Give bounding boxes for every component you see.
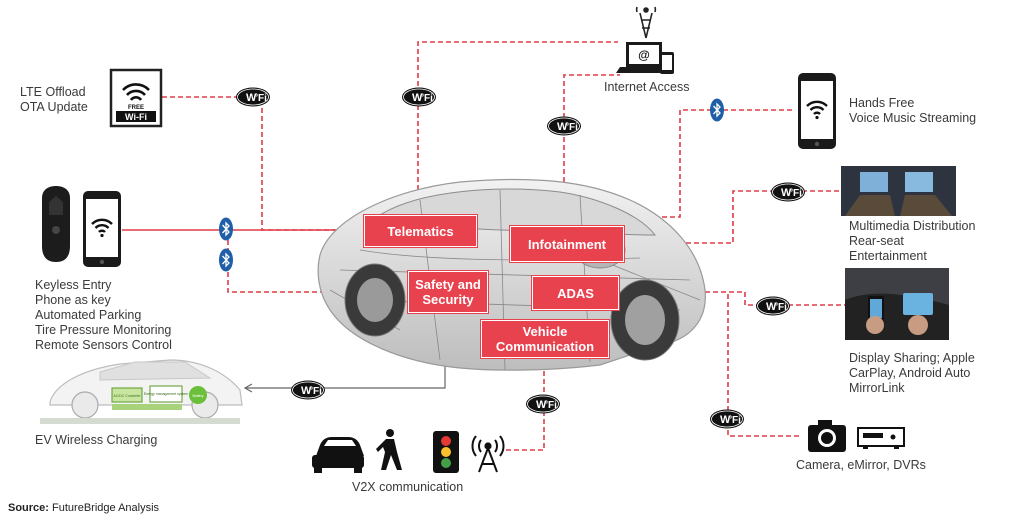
source-note: Source: FutureBridge Analysis (8, 502, 160, 514)
ev-converter-text: AC/DC Converter (113, 394, 141, 398)
dvr-icon (857, 427, 905, 449)
adas-box: ADAS (532, 276, 619, 310)
camera-icon (808, 420, 846, 452)
free-sign-bottom-text: Wi-Fi (125, 112, 147, 122)
wifi-badge-icon (235, 87, 271, 107)
bluetooth-icon (219, 217, 233, 241)
telematics-box: Telematics (364, 215, 477, 247)
free-sign-top-text: FREE (128, 105, 144, 111)
wifi-badge-icon (770, 182, 806, 202)
rear-seat-entertainment-image (841, 166, 956, 216)
ev-charging-label: EV Wireless Charging (35, 433, 158, 447)
ev-battery-text: Battery (192, 394, 203, 398)
wifi-badge-icon (290, 380, 326, 400)
bluetooth-icon (219, 248, 233, 272)
v2x-label: V2X communication (352, 480, 464, 494)
antenna-icon (471, 435, 505, 473)
wifi-badge-icon (401, 87, 437, 107)
wifi-badge-icon (709, 409, 745, 429)
svg-text:@: @ (638, 48, 650, 62)
wifi-badge-icon (546, 116, 582, 136)
bluetooth-icon (710, 98, 724, 122)
laptop-icon: @ (616, 42, 674, 74)
internet-access-label: Internet Access (604, 80, 690, 94)
infotainment-box: Infotainment (510, 226, 624, 262)
wifi-free-sign-icon: FREE Wi-Fi (109, 68, 163, 128)
wifi-badge-icon (755, 296, 791, 316)
display-sharing-image (845, 268, 949, 340)
wifi-badge-icon (525, 394, 561, 414)
ev-ems-text: Energy management system (144, 392, 189, 396)
camera-label: Camera, eMirror, DVRs (796, 458, 926, 472)
pedestrian-icon (376, 429, 402, 470)
cell-tower-icon (635, 6, 657, 39)
traffic-light-icon (433, 431, 459, 473)
ev-car-icon: AC/DC Converter Energy management system… (40, 359, 243, 424)
smartphone-icon (82, 190, 122, 268)
car-key-fob-icon (42, 186, 70, 262)
car-icon (312, 437, 364, 473)
smartphone-icon (797, 72, 837, 150)
